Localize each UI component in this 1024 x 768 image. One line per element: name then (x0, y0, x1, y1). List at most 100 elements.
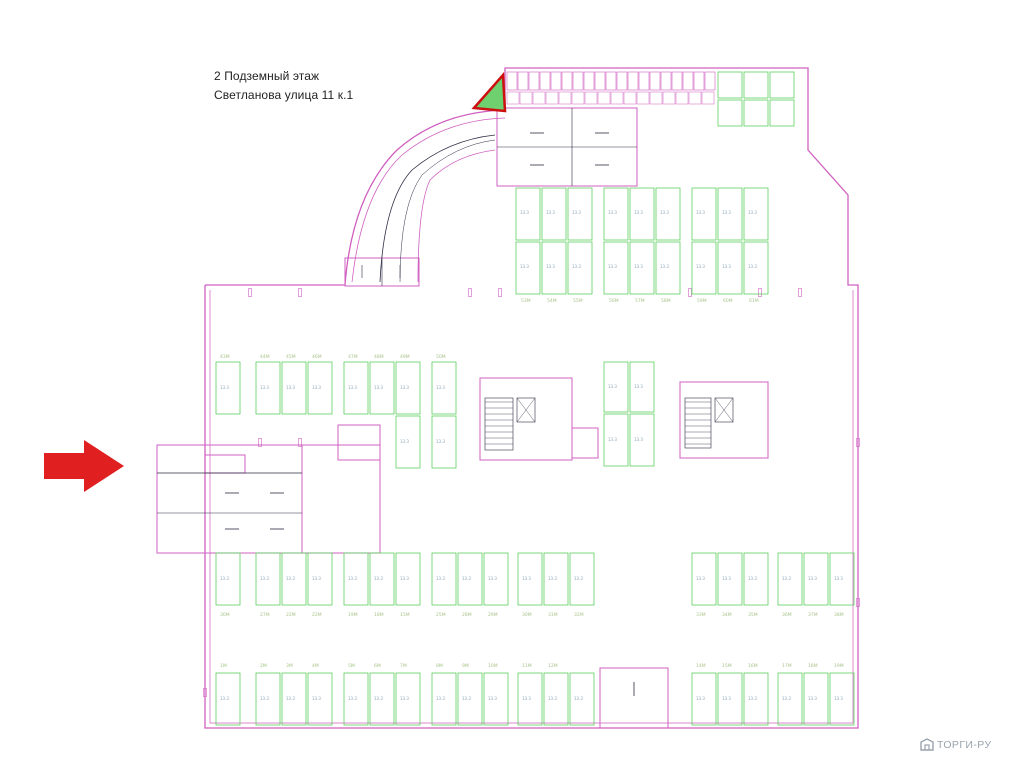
slot-area-label: 13.3 (374, 696, 383, 701)
slot-number-label: 5М (348, 663, 355, 669)
floor-plan-labels: 13.3 13.3 13.3 13.3 13.3 13.3 13.3 13.3 13.3 13.3… (220, 210, 844, 701)
slot-number-label: 11М (522, 663, 532, 669)
parking-slot (743, 552, 769, 606)
slot-area-label: 13.3 (400, 696, 409, 701)
storage-cell (506, 91, 520, 105)
parking-slot (603, 413, 629, 467)
parking-slot (717, 241, 743, 295)
slot-area-label: 13.3 (436, 439, 445, 444)
slot-number-label: 17М (782, 663, 792, 669)
slot-number-label: 47М (348, 354, 358, 360)
parking-slot (777, 552, 803, 606)
parking-slot (603, 361, 629, 413)
slot-area-label: 13.3 (608, 384, 617, 389)
slot-number-label: 16М (748, 663, 758, 669)
slot-number-label: 45М (286, 354, 296, 360)
parking-slot (629, 413, 655, 467)
parking-slot (567, 241, 593, 295)
slot-number-label: 35М (748, 612, 758, 618)
bottom-exit (599, 667, 669, 729)
parking-slot (803, 672, 829, 726)
plan-title: 2 Подземный этаж (214, 69, 320, 83)
red-arrow-icon (44, 440, 124, 492)
slot-number-label: 22М (312, 612, 322, 618)
parking-slot (569, 552, 595, 606)
parking-slot (829, 552, 855, 606)
parking-slot (743, 71, 769, 99)
slot-number-label: 53М (521, 298, 531, 304)
slot-area-label: 13.3 (722, 696, 731, 701)
slot-number-label: 60М (723, 298, 733, 304)
highlighted-unit (471, 71, 507, 113)
storage-cell (539, 71, 551, 91)
slot-area-label: 13.3 (436, 385, 445, 390)
slot-area-label: 13.3 (400, 576, 409, 581)
slot-area-label: 13.3 (748, 210, 757, 215)
slot-number-label: 57М (635, 298, 645, 304)
storage-cell (597, 91, 611, 105)
storage-cell (649, 71, 661, 91)
storage-cell (550, 71, 562, 91)
storage-cell (584, 91, 598, 105)
slot-number-label: 48М (374, 354, 384, 360)
storage-cell (506, 71, 518, 91)
parking-slot (829, 672, 855, 726)
slot-area-label: 13.3 (574, 576, 583, 581)
slot-area-label: 13.3 (572, 264, 581, 269)
slot-area-label: 13.3 (696, 696, 705, 701)
slot-number-label: 28М (462, 612, 472, 618)
storage-cell (571, 91, 585, 105)
parking-slot (369, 552, 395, 606)
slot-area-label: 13.3 (436, 696, 445, 701)
slot-area-label: 13.3 (312, 696, 321, 701)
parking-slot (543, 552, 569, 606)
parking-slot (307, 672, 333, 726)
elevator (516, 397, 536, 423)
slot-area-label: 13.3 (634, 264, 643, 269)
storage-cell (675, 91, 689, 105)
elevator-cross (516, 397, 536, 423)
slot-area-label: 13.3 (722, 210, 731, 215)
storage-cell (636, 91, 650, 105)
column (258, 438, 262, 447)
parking-slot (431, 552, 457, 606)
parking-slot (255, 361, 281, 415)
parking-slot (343, 552, 369, 606)
slot-area-label: 13.3 (782, 576, 791, 581)
slot-area-label: 13.3 (488, 696, 497, 701)
parking-slot (431, 415, 457, 469)
slot-area-label: 13.3 (522, 696, 531, 701)
slot-area-label: 13.3 (748, 696, 757, 701)
slot-area-label: 13.3 (374, 576, 383, 581)
slot-number-label: 61М (749, 298, 759, 304)
slot-number-label: 25М (436, 612, 446, 618)
storage-cell (583, 71, 595, 91)
slot-area-label: 13.3 (462, 696, 471, 701)
slot-area-label: 13.3 (608, 264, 617, 269)
ramp-curve-mid (379, 134, 496, 283)
slot-number-label: 44М (260, 354, 270, 360)
parking-slot (567, 187, 593, 241)
slot-area-label: 13.3 (520, 210, 529, 215)
slot-area-label: 13.3 (782, 696, 791, 701)
parking-slot (343, 672, 369, 726)
slot-area-label: 13.3 (220, 576, 229, 581)
column (498, 288, 502, 297)
parking-slot (691, 552, 717, 606)
slot-area-label: 13.3 (722, 576, 731, 581)
slot-number-label: 43М (220, 354, 230, 360)
parking-slot (629, 241, 655, 295)
storage-cell (638, 71, 650, 91)
column (468, 288, 472, 297)
slot-number-label: 3М (286, 663, 293, 669)
elevator-cross (714, 397, 734, 423)
storage-cell (610, 91, 624, 105)
slot-number-label: 4М (312, 663, 319, 669)
parking-slot (769, 71, 795, 99)
slot-number-label: 29М (488, 612, 498, 618)
column (758, 288, 762, 297)
stair-flight (684, 397, 712, 449)
column (248, 288, 252, 297)
parking-slot (717, 552, 743, 606)
